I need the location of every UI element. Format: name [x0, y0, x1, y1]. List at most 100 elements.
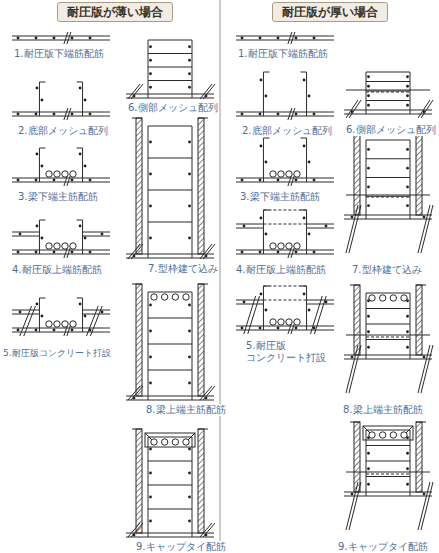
- bar-section: [149, 356, 152, 359]
- bar-section: [260, 145, 263, 148]
- rebar-line: [148, 437, 192, 438]
- formwork: [198, 118, 204, 254]
- bar-section: [89, 37, 92, 40]
- bar-section: [188, 45, 191, 48]
- rebar-line: [77, 220, 83, 221]
- bar-section: [406, 330, 409, 333]
- bar-section: [84, 99, 87, 102]
- rebar-line: [236, 330, 334, 331]
- bar-section: [406, 467, 409, 470]
- bar-section: [188, 86, 191, 89]
- bar-section: [101, 311, 104, 314]
- bar-section: [351, 493, 354, 496]
- bar-section: [17, 37, 20, 40]
- rebar-line: [366, 177, 410, 178]
- main-bar: [46, 321, 52, 327]
- rebar-line: [12, 332, 110, 333]
- rebar-line: [148, 67, 192, 68]
- bar-section: [265, 161, 268, 164]
- rebar-line: [307, 300, 334, 301]
- rebar-line: [67, 108, 71, 120]
- rebar-line: [148, 126, 149, 258]
- rebar-line: [410, 293, 411, 359]
- bar-section: [188, 448, 191, 451]
- bar-section: [36, 225, 39, 228]
- bar-section: [53, 113, 56, 116]
- bar-section: [367, 85, 370, 88]
- rebar-line: [366, 100, 410, 101]
- main-bar: [286, 171, 292, 177]
- bar-section: [53, 179, 56, 182]
- bar-section: [101, 233, 104, 236]
- rebar-line: [198, 118, 208, 119]
- rebar-line: [148, 485, 192, 486]
- rebar-line: [39, 298, 40, 332]
- bar-section: [406, 452, 409, 455]
- rebar-line: [248, 296, 260, 334]
- bar-section: [295, 37, 298, 40]
- rebar-line: [148, 509, 192, 510]
- bar-section: [303, 293, 306, 296]
- rebar-line: [148, 190, 192, 191]
- bar-section: [260, 79, 263, 82]
- rebar-line: [421, 205, 433, 253]
- rebar-line: [366, 308, 410, 309]
- bar-section: [367, 185, 370, 188]
- cap-tie: [363, 426, 413, 440]
- rebar-line: [366, 337, 410, 338]
- bar-section: [313, 179, 316, 182]
- main-bar: [161, 439, 167, 445]
- rebar-line: [83, 236, 110, 237]
- rebar-line: [148, 158, 192, 159]
- bar-section: [89, 179, 92, 182]
- rebar-line: [349, 100, 361, 118]
- rebar-line: [132, 284, 142, 285]
- bar-section: [406, 204, 409, 207]
- rebar-line: [236, 178, 334, 179]
- bar-section: [35, 329, 38, 332]
- bar-section: [277, 327, 280, 330]
- rebar-line: [200, 84, 212, 99]
- bar-section: [79, 225, 82, 228]
- formwork: [354, 132, 360, 215]
- main-bar: [270, 171, 276, 177]
- rebar-line: [421, 100, 433, 118]
- step-caption: 1.耐圧版下端筋配筋: [238, 48, 328, 60]
- rebar-line: [366, 476, 410, 477]
- rebar-line: [12, 182, 110, 183]
- rebar-line: [77, 298, 83, 299]
- rebar-line: [366, 445, 410, 446]
- rebar-line: [148, 80, 192, 81]
- rebar-line: [416, 422, 426, 423]
- bar-section: [149, 448, 152, 451]
- bar-section: [406, 85, 409, 88]
- bar-section: [259, 327, 262, 330]
- rebar-line: [301, 138, 307, 139]
- bar-section: [188, 496, 191, 499]
- rebar-line: [148, 292, 192, 293]
- bar-section: [303, 79, 306, 82]
- rebar-line: [148, 318, 192, 319]
- bar-section: [241, 113, 244, 116]
- main-bar: [62, 243, 68, 249]
- rebar-line: [192, 126, 193, 258]
- step-caption: 8.梁上端主筋配筋: [146, 404, 226, 416]
- rebar-line: [346, 90, 430, 91]
- rebar-line: [12, 250, 110, 251]
- main-bar: [294, 171, 300, 177]
- rebar-line: [24, 306, 36, 336]
- rebar-line: [236, 300, 263, 301]
- rebar-line: [366, 72, 367, 114]
- main-bar: [286, 319, 292, 325]
- rebar-line: [344, 114, 432, 115]
- step-caption: 4.耐圧版上端筋配筋: [12, 264, 102, 276]
- main-bar: [183, 294, 189, 300]
- bar-section: [406, 75, 409, 78]
- bar-section: [367, 483, 370, 486]
- bar-section: [406, 104, 409, 107]
- bar-section: [17, 179, 20, 182]
- bar-section: [241, 251, 244, 254]
- formwork: [136, 284, 142, 396]
- rebar-line: [410, 72, 411, 114]
